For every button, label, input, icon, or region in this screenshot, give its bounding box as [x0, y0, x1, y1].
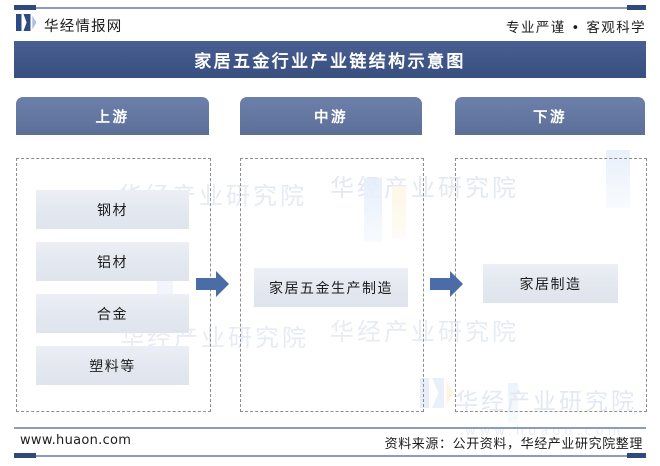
item-label: 合金	[97, 306, 128, 323]
stage-column-midstream	[240, 158, 424, 412]
list-item[interactable]: 塑料等	[36, 346, 189, 385]
stage-banner-upstream: 上游	[16, 97, 209, 135]
list-item[interactable]: 家居五金生产制造	[254, 268, 408, 307]
stage-banner-downstream: 下游	[455, 97, 645, 135]
page-title: 家居五金行业产业链结构示意图	[194, 52, 466, 72]
top-rule-left-cap	[14, 5, 36, 10]
top-divider-rule	[14, 7, 646, 9]
stage-banner-label: 上游	[95, 109, 130, 126]
list-item[interactable]: 合金	[36, 294, 189, 333]
page-header: 华经情报网 专业严谨 • 客观科学	[0, 10, 660, 40]
item-label: 塑料等	[89, 358, 136, 375]
brand-logo[interactable]: 华经情报网	[16, 14, 123, 36]
bottom-rule-right-cap	[627, 453, 646, 458]
stage-banner-label: 中游	[314, 109, 348, 126]
bottom-divider-rule	[14, 455, 646, 457]
stage-banner-label: 下游	[533, 109, 567, 126]
list-item[interactable]: 钢材	[36, 190, 189, 229]
footer-divider-rule	[14, 427, 646, 429]
footer-site-url[interactable]: www.huaon.com	[20, 433, 132, 448]
stage-banner-midstream: 中游	[240, 97, 422, 135]
item-label: 钢材	[97, 202, 128, 219]
footer-source-note: 资料来源：公开资料，华经产业研究院整理	[384, 437, 643, 452]
bottom-rule-left-cap	[14, 453, 36, 458]
huaon-bookmark-logo-icon	[16, 14, 37, 36]
brand-name: 华经情报网	[44, 18, 123, 35]
right-arrow-icon	[430, 270, 464, 303]
item-label: 铝材	[97, 254, 128, 271]
list-item[interactable]: 铝材	[36, 242, 189, 281]
list-item[interactable]: 家居制造	[483, 264, 618, 303]
top-rule-right-cap	[627, 5, 646, 10]
watermark-logo-icon	[420, 378, 454, 413]
item-label: 家居五金生产制造	[269, 280, 393, 297]
item-label: 家居制造	[519, 276, 582, 293]
right-arrow-icon	[196, 270, 230, 303]
chart-title-band: 家居五金行业产业链结构示意图	[14, 41, 646, 78]
brand-tagline: 专业严谨 • 客观科学	[506, 20, 646, 36]
